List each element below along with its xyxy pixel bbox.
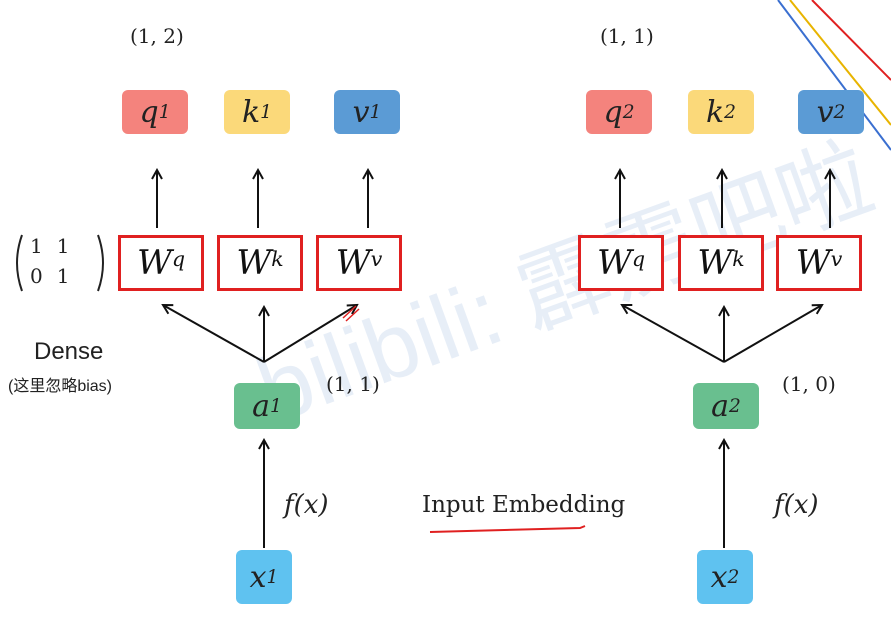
right-f-label: f(x) <box>774 490 819 520</box>
arrow-left-a-to-wv <box>263 305 357 363</box>
input-embedding-label: Input Embedding <box>422 492 626 518</box>
dense-label: Dense <box>34 338 104 365</box>
right-a-annotation: (1, 0) <box>782 372 836 396</box>
matrix-brackets <box>16 234 104 292</box>
pen-line-yellow <box>789 0 891 126</box>
input-embedding-underline <box>429 525 586 533</box>
arrow-left-a-to-wq <box>163 305 265 363</box>
pen-line-blue <box>777 0 891 151</box>
right-top-annotation: (1, 1) <box>600 24 654 48</box>
red-scribble <box>342 305 360 322</box>
pen-line-red <box>811 0 891 81</box>
left-top-annotation: (1, 2) <box>130 24 184 48</box>
left-f-label: f(x) <box>284 490 329 520</box>
dense-note: (这里忽略bias) <box>8 378 113 395</box>
left-a-annotation: (1, 1) <box>326 372 380 396</box>
arrow-right-a-to-wv <box>723 305 822 363</box>
arrow-right-a-to-wq <box>622 305 725 363</box>
